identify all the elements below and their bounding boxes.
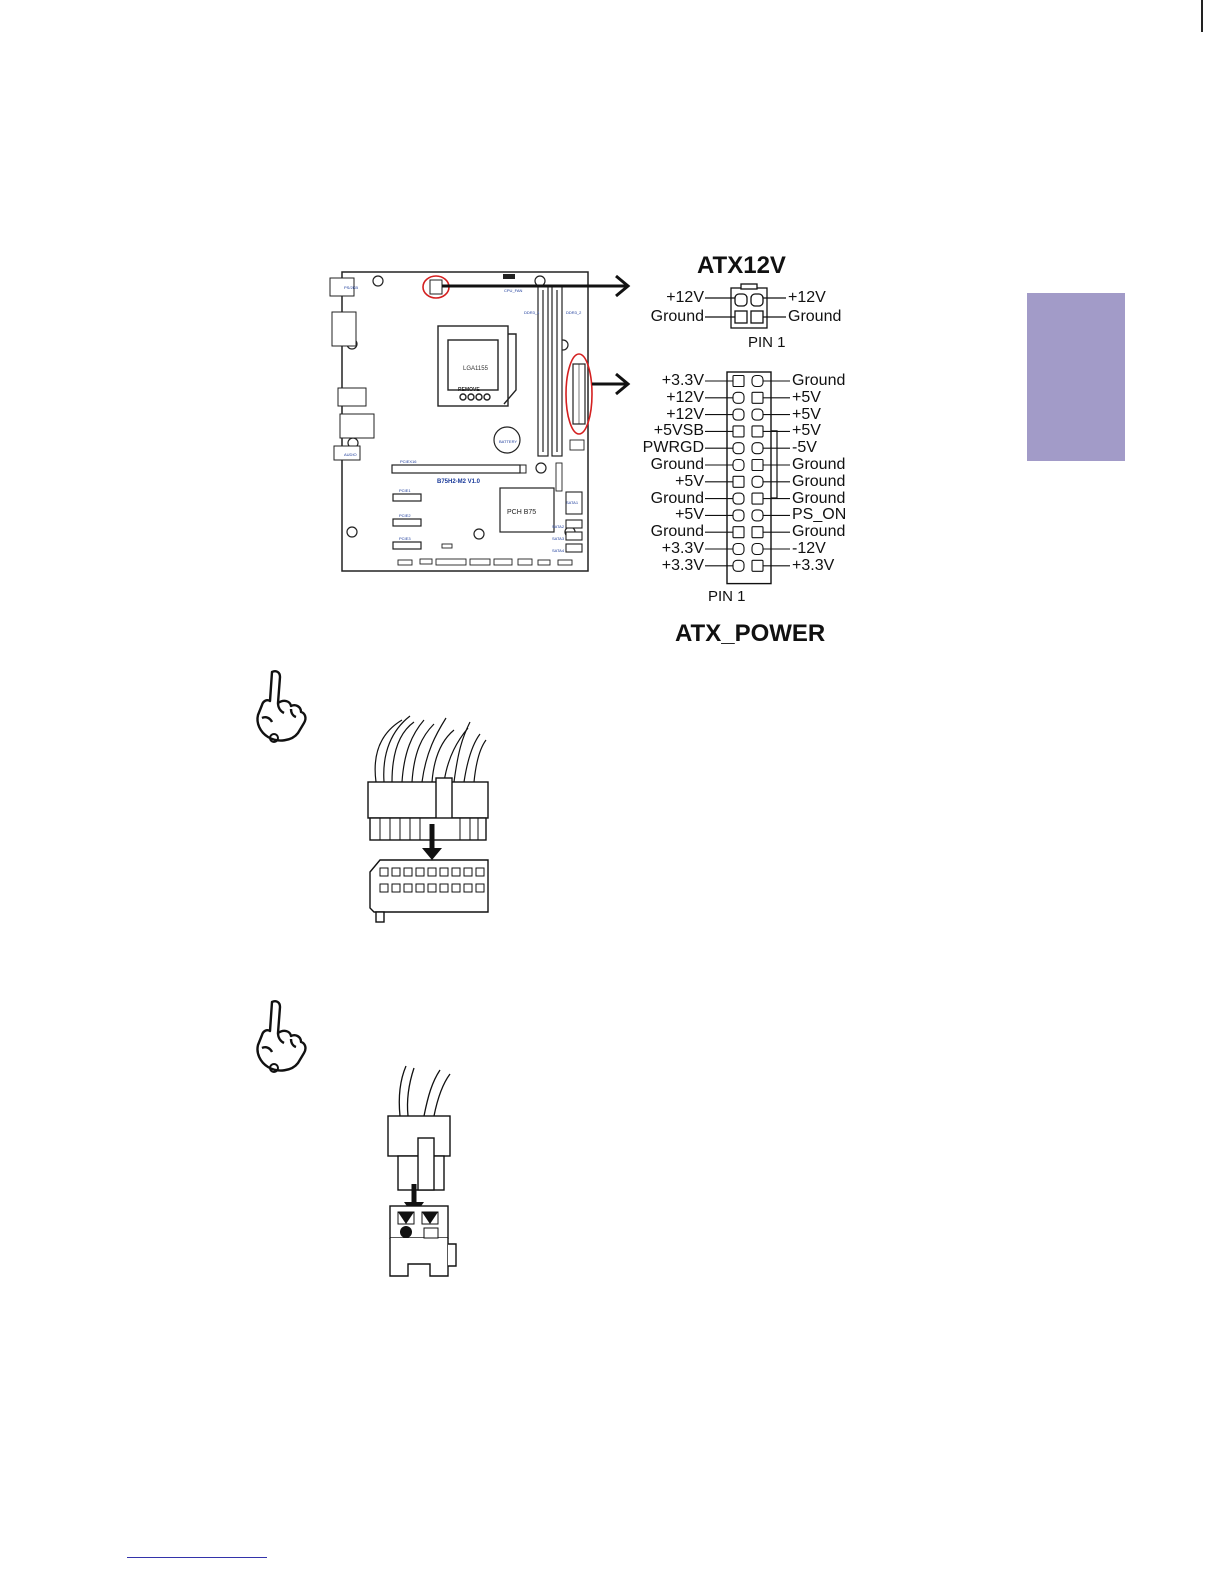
atx-power-right-label: +3.3V [792, 556, 835, 574]
atx-power-pin-left [732, 458, 745, 472]
atx-power-pin-right [751, 374, 764, 388]
atx-power-left-label: +3.3V [661, 372, 704, 389]
atx-power-left-label: +5V [675, 506, 704, 524]
atx-power-right-label: Ground [792, 456, 846, 473]
atx-power-right-label: +5V [792, 422, 821, 440]
atx12v-connector [705, 283, 786, 329]
atx-power-pin-left [732, 492, 745, 505]
atx-power-pin-left [732, 509, 745, 522]
atx-power-pin-left [732, 526, 745, 539]
pcie1-label: PCIE1 [399, 488, 411, 493]
atx-power-title: ATX_POWER [675, 620, 826, 647]
atx-power-left-label: +3.3V [661, 540, 704, 557]
atx-power-left-label: Ground [650, 489, 704, 507]
atx-power-right-label: +5V [792, 405, 821, 423]
battery-label: BATTERY [499, 439, 518, 444]
atx-power-pin-left [732, 442, 745, 455]
atx12v-left-label-1: +12V [666, 289, 704, 306]
dimm1-label: DDR3_1 [524, 310, 540, 315]
sata3-label: SATA3 [552, 536, 565, 541]
atx-power-right-label: -12V [792, 540, 826, 557]
board-model-label: B75H2-M2 V1.0 [437, 479, 481, 485]
atx-power-pin-left [732, 542, 745, 556]
chipset-label: PCH B75 [507, 509, 537, 516]
atx-power-right-label: Ground [792, 523, 846, 541]
atx12v-pin1-label: PIN 1 [748, 334, 786, 351]
note-pointing-hand-icon-1 [244, 668, 310, 744]
atx-power-right-label: PS_ON [792, 506, 847, 524]
atx24-plug-illustration [362, 712, 492, 934]
atx-power-right-label: -5V [792, 439, 817, 457]
atx-power-pin-left [732, 475, 745, 488]
atx-power-right-label: Ground [792, 372, 846, 389]
atx-power-pin-left [732, 374, 745, 388]
atx-power-pin-left [732, 391, 745, 404]
atx-power-pin-left [732, 559, 745, 572]
sata2-label: SATA2 [552, 524, 565, 529]
atx-power-connector [705, 371, 790, 585]
pcie3-label: PCIE3 [399, 536, 411, 541]
atx12v-right-label-2: Ground [788, 308, 842, 325]
atx-power-left-label: PWRGD [642, 439, 704, 457]
chapter-side-tab [1027, 293, 1125, 461]
atx-power-pin-right [751, 458, 764, 472]
atx-power-right-label: +5V [792, 388, 821, 406]
atx-power-right-label: Ground [792, 489, 846, 507]
atx-power-left-label: Ground [650, 523, 704, 541]
pcie2-label: PCIE2 [399, 513, 411, 518]
atx-power-right-label: Ground [792, 472, 846, 490]
atx-power-pin-right [751, 509, 764, 522]
atx-power-left-label: Ground [650, 456, 704, 473]
atx-power-left-label: +12V [666, 405, 704, 423]
pointing-hand-icon [256, 1000, 307, 1073]
atx-power-pin-right [751, 391, 764, 404]
atx12v-plug-drawing [387, 1065, 457, 1277]
atx-power-pin-right [751, 442, 764, 455]
atx12v-title: ATX12V [697, 252, 786, 279]
sata4-label: SATA4 [552, 548, 565, 553]
motherboard-outline [329, 271, 593, 572]
pcie-x16-label: PCIEX16 [400, 459, 417, 464]
rear-io-ps2-label: PS/2KB [344, 285, 359, 290]
socket-remove-label: REMOVE [458, 387, 480, 393]
cpu-socket [437, 325, 517, 407]
cpu-fan-label: CPU_FAN [504, 288, 523, 293]
atx24-plug-drawing [367, 715, 489, 923]
rear-io-audio-label: AUDIO [344, 452, 357, 457]
atx12v-right-label-1: +12V [788, 289, 826, 306]
atx-power-pin-right [751, 559, 764, 572]
dimm2-label: DDR3_2 [566, 310, 582, 315]
motherboard-layout-diagram: LGA1155 REMOVE PCH B75 B75H2-M2 V1.0 BAT… [329, 268, 593, 574]
atx-power-pin-left [732, 408, 745, 421]
cpu-socket-label: LGA1155 [463, 366, 488, 372]
atx-power-pin-left [732, 425, 745, 438]
pointing-hand-icon [256, 670, 307, 743]
atx-power-left-label: +12V [666, 388, 704, 406]
sata1-label: SATA1 [566, 500, 579, 505]
footer-rule [127, 1557, 267, 1558]
atx12v-left-label-2: Ground [650, 308, 704, 325]
atx-power-left-label: +3.3V [661, 556, 704, 574]
atx-power-pin-right [751, 425, 764, 438]
note-pointing-hand-icon-2 [244, 998, 310, 1074]
atx12v-plug-illustration [384, 1065, 464, 1282]
top-margin-rule [1201, 0, 1203, 32]
atx-power-pin-right [751, 475, 764, 488]
atx-power-pin1-label: PIN 1 [708, 588, 746, 605]
atx-power-highlight [565, 353, 593, 435]
atx-power-left-label: +5V [675, 472, 704, 490]
atx-power-pin-right [751, 542, 764, 556]
atx-power-latch [771, 430, 778, 499]
atx-power-pin-right [751, 526, 764, 539]
atx-power-left-label: +5VSB [653, 422, 704, 440]
atx-power-pin-right [751, 492, 764, 505]
atx-power-pin-right [751, 408, 764, 421]
